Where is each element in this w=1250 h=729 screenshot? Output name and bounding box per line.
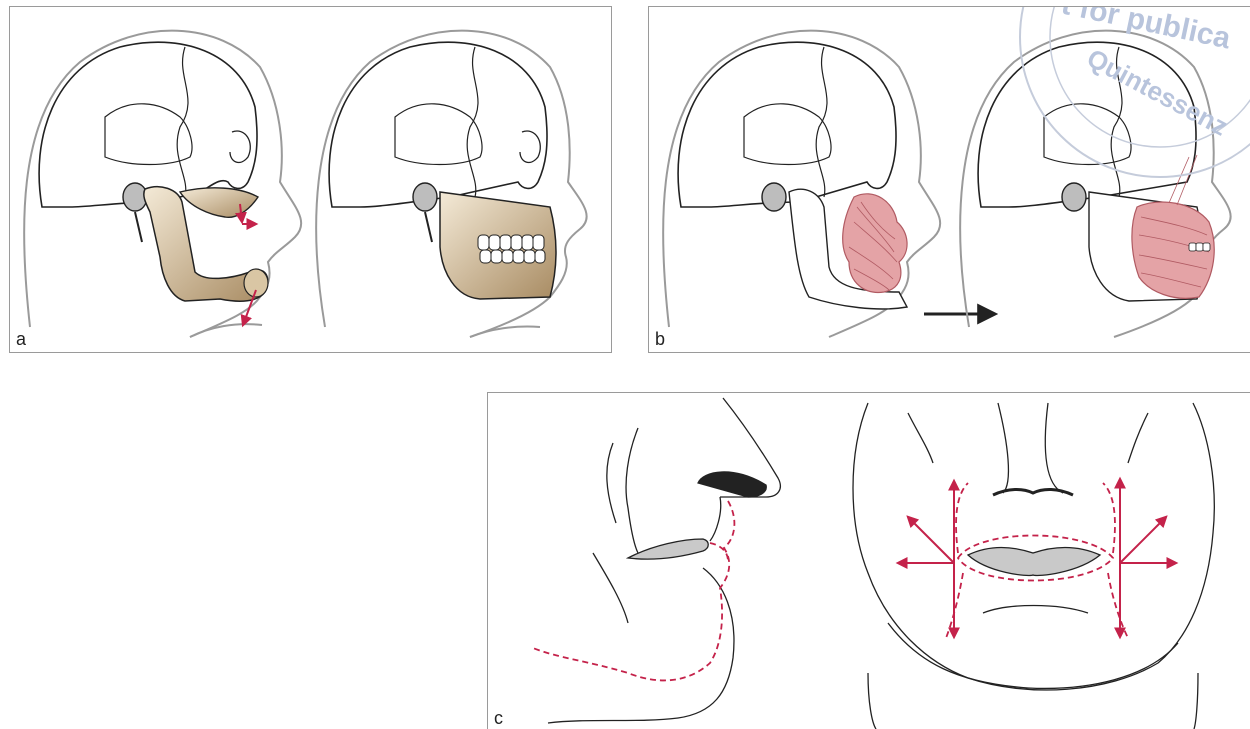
panel-b-illustration	[649, 7, 1250, 353]
head-profile-left	[24, 31, 301, 337]
panel-c-illustration	[488, 393, 1250, 729]
profile-incision-line	[533, 501, 734, 680]
panel-label-c: c	[494, 709, 503, 727]
panel-label-b: b	[655, 330, 665, 348]
panel-b: b t for publica Quintessenz	[648, 6, 1250, 353]
panel-a: a	[9, 6, 612, 353]
panel-label-a: a	[16, 330, 26, 348]
head-profile-muscles-closed	[960, 31, 1230, 337]
panel-a-illustration	[10, 7, 612, 353]
face-profile-view	[548, 398, 780, 723]
face-frontal-view	[853, 403, 1214, 729]
head-profile-right	[316, 31, 586, 337]
panel-c: c	[487, 392, 1250, 729]
head-profile-muscles-open	[663, 31, 940, 337]
